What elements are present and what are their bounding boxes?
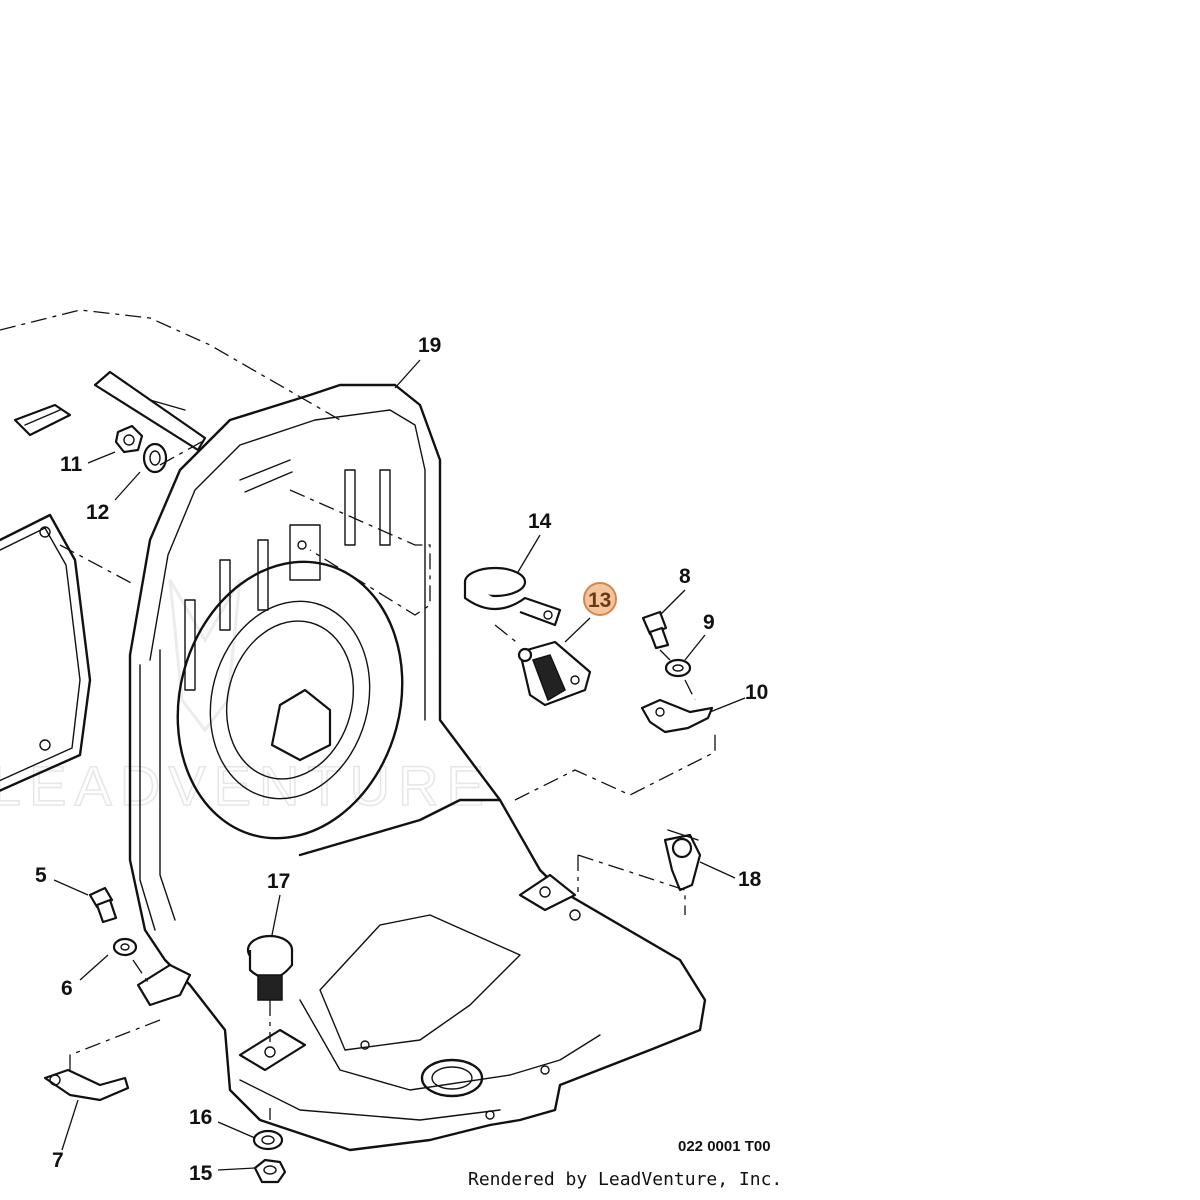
belt-guide: [93, 370, 207, 452]
figure-code: 022 0001 T00: [678, 1138, 771, 1155]
part-labels: 19 11 12 14 13 8 9 10 5 6 17 18 7 16 15: [35, 334, 768, 1185]
label-8[interactable]: 8: [679, 565, 691, 588]
bracket-part-13: [517, 640, 592, 707]
watermark-logo: LEADVENTURE: [0, 579, 485, 818]
label-16[interactable]: 16: [189, 1106, 212, 1129]
label-19[interactable]: 19: [418, 334, 441, 357]
washer-part-9: [664, 658, 692, 678]
label-6[interactable]: 6: [61, 977, 73, 1000]
leader-lines: [53, 359, 746, 1171]
label-10[interactable]: 10: [745, 681, 768, 704]
label-13[interactable]: 13: [588, 589, 611, 612]
housing-part-19: [128, 383, 707, 1152]
render-credit: Rendered by LeadVenture, Inc.: [468, 1169, 782, 1190]
assembly-lines: [0, 309, 716, 1120]
label-18[interactable]: 18: [738, 868, 762, 891]
fastener-part-18: [663, 829, 702, 892]
label-12[interactable]: 12: [86, 501, 109, 524]
label-7[interactable]: 7: [52, 1149, 64, 1172]
clamp-part-14: [463, 566, 562, 627]
screw-part-8: [641, 610, 670, 650]
washer-part-16: [252, 1129, 284, 1151]
clip-part-7: [43, 1068, 130, 1102]
bracket-tab: [136, 963, 192, 1007]
label-15[interactable]: 15: [189, 1162, 213, 1185]
label-17[interactable]: 17: [267, 870, 290, 893]
cover-plate: [0, 513, 92, 792]
chain-link: [13, 403, 72, 437]
clip-part-10: [640, 698, 714, 734]
label-5[interactable]: 5: [35, 864, 47, 887]
fitting-part-17: [246, 934, 294, 1001]
washer-part-12: [142, 442, 168, 474]
washer-part-6: [112, 937, 138, 957]
label-11[interactable]: 11: [60, 453, 83, 476]
label-14[interactable]: 14: [528, 510, 552, 533]
nut-part-15: [253, 1158, 287, 1184]
nut-part-11: [114, 424, 144, 454]
label-9[interactable]: 9: [703, 611, 715, 634]
screw-part-5: [88, 886, 118, 924]
highlight-callout-13[interactable]: 13: [583, 582, 617, 616]
